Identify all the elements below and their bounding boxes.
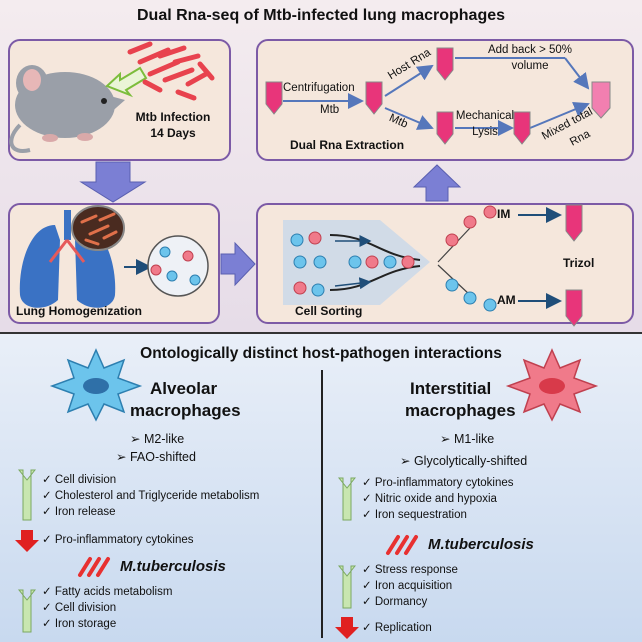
interstitial-pathogen-label: M.tuberculosis <box>428 536 534 553</box>
interstitial-title-1: Interstitial <box>410 379 492 398</box>
list-item: ✓ Cell division <box>42 602 117 614</box>
page-title: Dual Rna-seq of Mtb-infected lung macrop… <box>136 7 506 24</box>
list-item: ✓ Iron storage <box>42 618 117 630</box>
lung-label: Lung Homogenization <box>16 304 142 318</box>
alveolar-type-2: ➢ FAO-shifted <box>116 450 196 464</box>
flow-arrow-down <box>79 161 147 203</box>
list-item: ✓ Cell division <box>42 474 117 486</box>
mechanical-label-2: Lysis <box>472 126 498 138</box>
interstitial-host-up-list: ✓ Pro-inflammatory cytokines ✓ Nitric ox… <box>362 475 514 523</box>
bottom-title: Ontologically distinct host-pathogen int… <box>140 345 502 362</box>
mtb-arrow-label: Mtb <box>320 104 340 116</box>
list-item: ✓ Dormancy <box>362 596 428 608</box>
list-item: ✓ Replication <box>362 622 432 634</box>
infection-label-2: 14 Days <box>150 126 196 140</box>
bacteria-cluster <box>127 41 215 101</box>
list-item: ✓ Pro-inflammatory cytokines <box>362 477 514 489</box>
tube-icons <box>265 47 611 327</box>
trizol-label: Trizol <box>563 256 595 270</box>
flow-arrow-right <box>220 241 256 287</box>
bacteria-slash-icons <box>78 535 418 577</box>
alveolar-title-1: Alveolar <box>150 379 218 398</box>
list-item: ✓ Nitric oxide and hypoxia <box>362 493 497 505</box>
list-item: ✓ Iron release <box>42 506 116 518</box>
list-item: ✓ Stress response <box>362 564 458 576</box>
add-back-label-2: volume <box>511 60 549 72</box>
alveolar-macrophage-icon <box>49 348 143 422</box>
down-arrow-icons <box>15 530 359 639</box>
list-item: ✓ Cholesterol and Triglyceride metabolis… <box>42 490 260 502</box>
up-arrow-icons <box>17 469 357 633</box>
list-item: ✓ Iron acquisition <box>362 580 453 592</box>
list-item: ✓ Fatty acids metabolism <box>42 586 173 598</box>
infection-label-1: Mtb Infection <box>135 110 211 124</box>
mouse-icon <box>9 65 125 153</box>
alveolar-title-2: macrophages <box>130 401 241 420</box>
sorting-label: Cell Sorting <box>295 304 363 318</box>
alveolar-pathogen-label: M.tuberculosis <box>120 558 226 575</box>
cell-dots <box>150 205 497 312</box>
interstitial-type-1: ➢ M1-like <box>440 432 495 446</box>
interstitial-title-2: macrophages <box>405 401 516 420</box>
alveolar-host-up-list: ✓ Cell division ✓ Cholesterol and Trigly… <box>42 472 259 520</box>
interstitial-pathogen-down-list: ✓ Replication <box>362 620 432 636</box>
list-item: ✓ Pro-inflammatory cytokines <box>42 534 194 546</box>
section-divider <box>0 332 642 334</box>
flow-arrow-up <box>412 164 462 202</box>
alveolar-type-1: ➢ M2-like <box>130 432 185 446</box>
column-divider <box>321 370 323 638</box>
alveolar-host-down-list: ✓ Pro-inflammatory cytokines <box>42 532 194 548</box>
extraction-title: Dual Rna Extraction <box>290 138 405 152</box>
interstitial-type-2: ➢ Glycolytically-shifted <box>400 454 528 468</box>
interstitial-macrophage-icon <box>505 348 599 422</box>
alveolar-pathogen-up-list: ✓ Fatty acids metabolism ✓ Cell division… <box>42 584 172 632</box>
list-item: ✓ Iron sequestration <box>362 509 467 521</box>
mechanical-label-1: Mechanical <box>455 110 515 122</box>
am-label: AM <box>497 293 516 307</box>
inhalation-arrow <box>105 66 148 98</box>
im-label: IM <box>497 207 511 221</box>
add-back-label-1: Add back > 50% <box>487 44 573 56</box>
interstitial-pathogen-up-list: ✓ Stress response ✓ Iron acquisition ✓ D… <box>362 562 458 610</box>
centrifugation-label: Centrifugation <box>283 82 355 94</box>
